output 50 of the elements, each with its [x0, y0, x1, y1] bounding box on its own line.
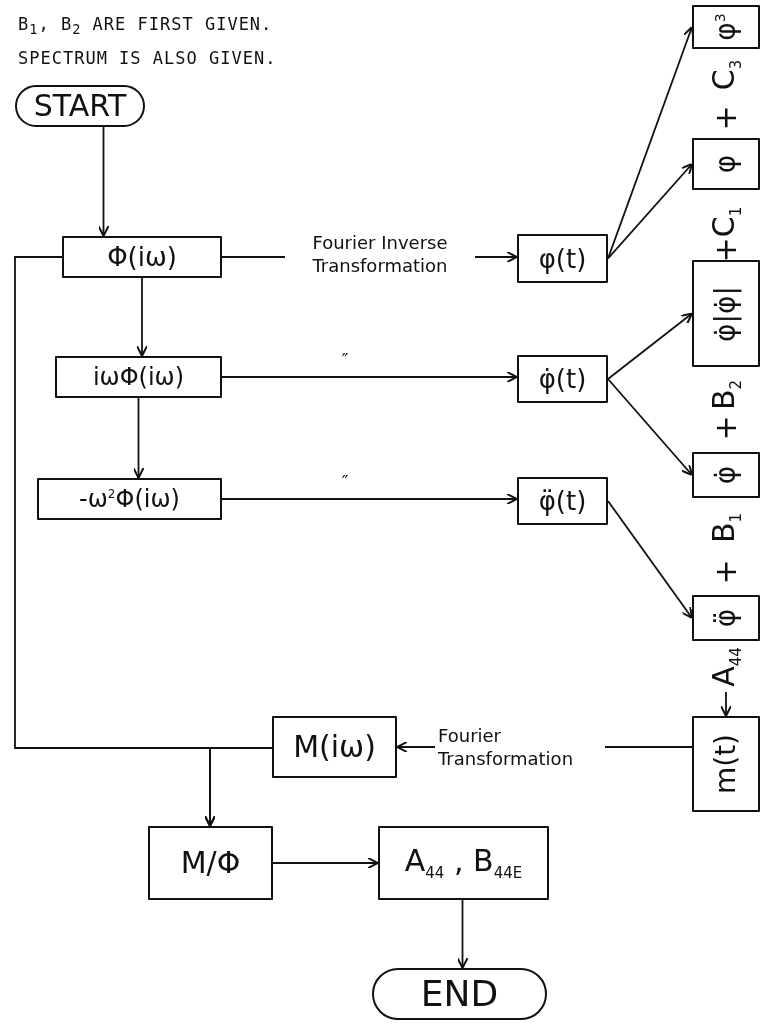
arrow: [221, 371, 518, 383]
arrow: [221, 493, 518, 505]
process-box: [692, 452, 760, 498]
node-label: iωΦ(iω): [92, 365, 185, 389]
arrow: [132, 397, 145, 479]
process-box: [517, 477, 608, 525]
node-label: φ̇|φ̇|: [712, 285, 740, 342]
process-box: [148, 826, 273, 900]
node-label: φ̇(t): [538, 366, 587, 392]
node-label: -ω$^{2}$Φ(iω): [79, 487, 180, 511]
node-label: M/Φ: [180, 848, 241, 878]
node-label: A$_{44}$ , B$_{44E}$: [404, 845, 523, 881]
node-label: φ(t): [538, 245, 587, 272]
arrow: [607, 378, 693, 476]
node-label: φ̈: [712, 608, 740, 628]
arrow: [136, 277, 148, 357]
arrow: [607, 500, 693, 619]
arrow: [607, 312, 693, 380]
process-box: [692, 716, 760, 812]
node-label: START: [33, 91, 127, 121]
node-label: M(iω): [293, 732, 376, 762]
node-label: END: [420, 976, 499, 1012]
process-box: [517, 234, 608, 283]
equation-term: +: [711, 237, 741, 263]
note-text: B$_{1}$, B$_{2}$ ARE FIRST GIVEN.: [18, 14, 273, 38]
note-text: SPECTRUM IS ALSO GIVEN.: [18, 48, 277, 68]
node-label: φ: [712, 154, 740, 174]
arrow: [204, 747, 273, 827]
equation-term: +: [711, 415, 741, 441]
process-box: [55, 356, 222, 398]
node-label: Φ(iω): [107, 244, 177, 270]
node-label: φ̈(t): [538, 488, 587, 514]
arrow: [720, 691, 732, 717]
arrow: [97, 126, 110, 237]
process-box: [517, 355, 608, 403]
process-box: [378, 826, 549, 900]
process-box: [692, 5, 760, 49]
process-box: [692, 260, 760, 367]
equation-term: +: [711, 559, 741, 585]
arrow: [456, 899, 469, 969]
process-box: [692, 138, 760, 190]
arrow: [272, 857, 379, 869]
node-label: m(t): [712, 733, 740, 795]
arrow: [607, 163, 693, 260]
process-box: [37, 478, 222, 520]
equation-term: +: [711, 105, 741, 131]
process-box: [62, 236, 222, 278]
process-box: [692, 595, 760, 641]
process-box: [272, 716, 397, 778]
node-label: φ̇: [712, 465, 740, 485]
